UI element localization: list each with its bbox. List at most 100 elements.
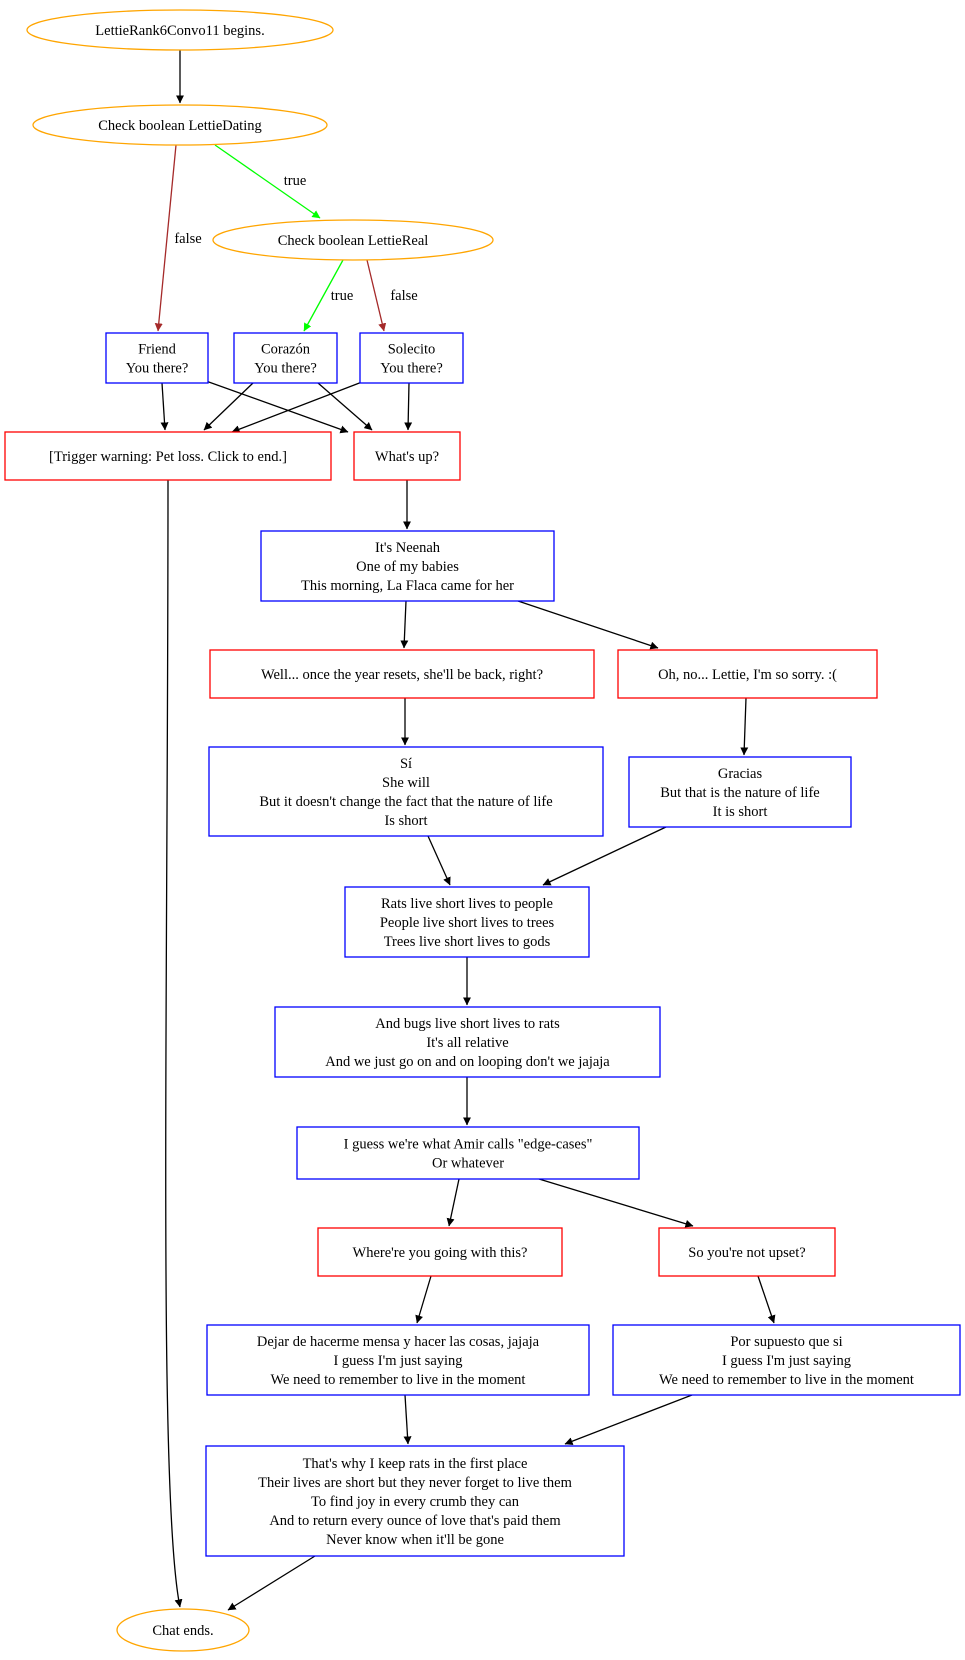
lettie-message-box <box>260 530 555 602</box>
player-choice-box <box>617 649 878 699</box>
node-text-line: But it doesn't change the fact that the … <box>259 794 552 810</box>
edge-label-false: false <box>390 288 417 304</box>
node-text-line: To find joy in every crumb they can <box>311 1494 520 1510</box>
node-supuesto: Por supuesto que si I guess I'm just sayi… <box>612 1324 961 1396</box>
node-upset: So you're not upset? <box>658 1227 836 1277</box>
terminal-ellipse <box>26 9 334 51</box>
edge-label-false: false <box>174 231 201 247</box>
edge-going-to-dejar <box>415 1275 432 1324</box>
edge-neenah-to-sorry <box>517 600 659 650</box>
node-sorry: Oh, no... Lettie, I'm so sorry. :( <box>617 649 878 699</box>
player-choice-box <box>658 1227 836 1277</box>
node-text-line: Or whatever <box>432 1156 504 1172</box>
node-keep-rats: That's why I keep rats in the first plac… <box>205 1445 625 1557</box>
edge-friend-to-trigger <box>160 382 169 431</box>
node-text-line: What's up? <box>375 449 439 465</box>
edge-label-true: true <box>284 173 307 189</box>
node-text-line: It's all relative <box>426 1035 508 1051</box>
node-whats-up: What's up? <box>353 431 461 481</box>
terminal-ellipse <box>212 219 494 261</box>
node-text-line: It is short <box>713 804 768 820</box>
node-text-line: Sí <box>400 756 412 772</box>
node-text-line: Corazón <box>261 342 311 358</box>
edge-label-true: true <box>331 288 354 304</box>
player-choice-box <box>353 431 461 481</box>
edge-keep-rats-to-end <box>227 1555 316 1611</box>
node-text-line: Chat ends. <box>152 1623 213 1639</box>
edge-friend-to-whats-up <box>205 380 349 434</box>
node-text-line: Oh, no... Lettie, I'm so sorry. :( <box>658 667 837 683</box>
edge-solecito-to-whats-up <box>404 382 413 431</box>
node-text-line: We need to remember to live in the momen… <box>659 1372 914 1388</box>
edge-check-dating-to-check-real <box>214 144 321 219</box>
node-text-line: Is short <box>384 813 427 829</box>
node-text-line: Check boolean LettieReal <box>278 233 429 249</box>
node-edge-cases: I guess we're what Amir calls "edge-case… <box>296 1126 640 1180</box>
lettie-message-box <box>296 1126 640 1180</box>
terminal-ellipse <box>32 104 328 146</box>
node-text-line: You there? <box>254 361 317 377</box>
node-text-line: Well... once the year resets, she'll be … <box>261 667 543 683</box>
node-text-line: Dejar de hacerme mensa y hacer las cosas… <box>257 1334 540 1350</box>
node-text-line: And bugs live short lives to rats <box>375 1016 560 1032</box>
edge-corazon-to-trigger <box>203 382 254 431</box>
edge-supuesto-to-keep-rats <box>564 1394 693 1445</box>
node-text-line: Gracias <box>718 766 763 782</box>
lettie-message-box <box>206 1324 590 1396</box>
edge-sorry-to-gracias <box>740 697 749 756</box>
edge-check-dating-to-friend <box>154 144 177 332</box>
player-choice-box <box>4 431 332 481</box>
edge-neenah-to-resets <box>400 600 409 649</box>
node-text-line: I guess I'm just saying <box>722 1353 851 1369</box>
edge-check-real-to-solecito <box>366 259 387 332</box>
player-choice-box <box>317 1227 563 1277</box>
node-text-line: LettieRank6Convo11 begins. <box>95 23 264 39</box>
node-dejar: Dejar de hacerme mensa y hacer las cosas… <box>206 1324 590 1396</box>
edge-dejar-to-keep-rats <box>403 1394 412 1445</box>
edge-corazon-to-whats-up <box>317 382 373 431</box>
node-text-line: And to return every ounce of love that's… <box>269 1513 561 1529</box>
node-text-line: But that is the nature of life <box>660 785 819 801</box>
edge-gracias-to-rats <box>542 826 667 886</box>
node-going: Where're you going with this? <box>317 1227 563 1277</box>
edge-edge-cases-to-going <box>446 1178 460 1227</box>
terminal-ellipse <box>116 1608 250 1652</box>
edge-solecito-to-trigger <box>231 381 363 434</box>
lettie-message-box <box>105 332 209 384</box>
node-text-line: It's Neenah <box>375 540 441 556</box>
node-text-line: I guess we're what Amir calls "edge-case… <box>344 1137 593 1153</box>
node-text-line: That's why I keep rats in the first plac… <box>303 1456 528 1472</box>
lettie-message-box <box>233 332 338 384</box>
player-choice-box <box>209 649 595 699</box>
edge-check-real-to-corazon <box>303 259 344 332</box>
node-text-line: So you're not upset? <box>688 1245 805 1261</box>
lettie-message-box <box>359 332 464 384</box>
node-start: LettieRank6Convo11 begins. <box>26 9 334 51</box>
node-trigger: [Trigger warning: Pet loss. Click to end… <box>4 431 332 481</box>
node-text-line: Where're you going with this? <box>353 1245 528 1261</box>
edge-upset-to-supuesto <box>757 1275 776 1324</box>
node-text-line: Friend <box>138 342 177 358</box>
node-text-line: Rats live short lives to people <box>381 896 553 912</box>
lettie-message-box <box>344 886 590 958</box>
node-text-line: One of my babies <box>356 559 459 575</box>
node-text-line: Por supuesto que si <box>730 1334 842 1350</box>
nodes-layer: LettieRank6Convo11 begins. Check boolean … <box>4 9 961 1652</box>
lettie-message-box <box>205 1445 625 1557</box>
lettie-message-box <box>274 1006 661 1078</box>
lettie-message-box <box>208 746 604 837</box>
node-text-line: Trees live short lives to gods <box>384 934 551 950</box>
edge-edge-cases-to-upset <box>538 1178 694 1228</box>
node-text-line: You there? <box>126 361 189 377</box>
node-text-line: [Trigger warning: Pet loss. Click to end… <box>49 449 287 465</box>
node-text-line: Solecito <box>388 342 436 358</box>
